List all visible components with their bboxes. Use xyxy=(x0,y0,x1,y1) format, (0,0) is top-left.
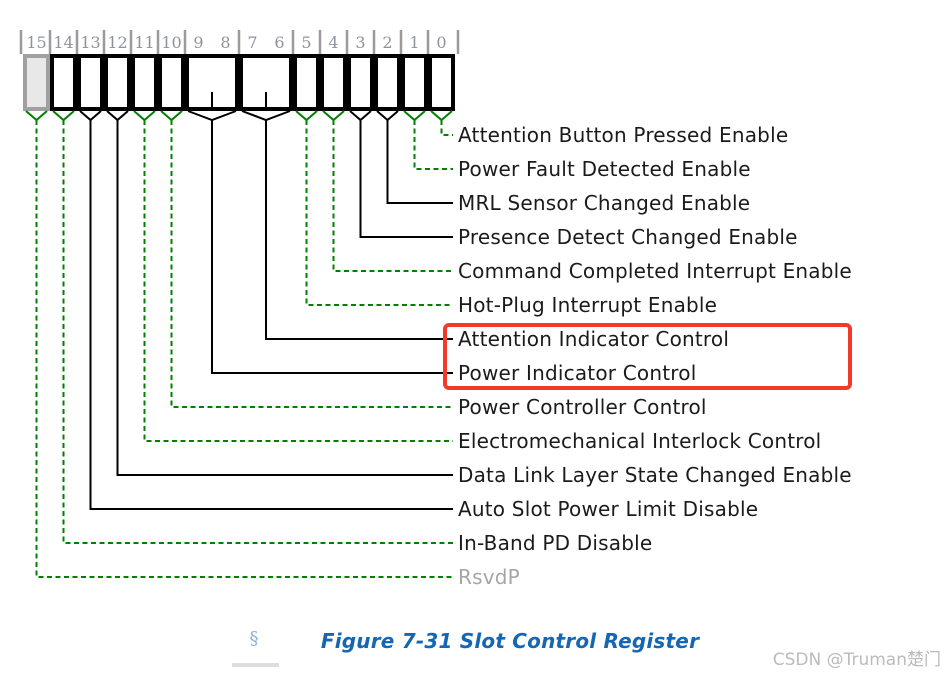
connector-line xyxy=(332,120,453,272)
register-cell xyxy=(293,54,320,111)
bit-number: 2 xyxy=(382,33,392,52)
field-label: Attention Indicator Control xyxy=(458,327,730,351)
bit-chevron xyxy=(349,110,372,122)
connector-line xyxy=(89,120,453,510)
connector-line xyxy=(211,120,453,374)
field-label: Electromechanical Interlock Control xyxy=(458,429,822,453)
register-cell xyxy=(374,54,401,111)
bit-chevron xyxy=(79,110,102,122)
bit-number: 15 xyxy=(26,33,46,52)
bit-chevron xyxy=(25,110,48,122)
register-cell xyxy=(77,54,104,111)
register-cell xyxy=(23,54,50,111)
field-label: MRL Sensor Changed Enable xyxy=(458,191,751,215)
bit-number: 13 xyxy=(80,33,100,52)
connector-line xyxy=(440,120,453,136)
connector-lines xyxy=(35,120,453,578)
bit-chevron xyxy=(295,110,318,122)
bit-chevron xyxy=(322,110,345,122)
bit-number: 4 xyxy=(328,33,338,52)
register-cells xyxy=(23,54,455,111)
bit-number: 8 xyxy=(220,33,230,52)
field-label: Power Fault Detected Enable xyxy=(458,157,751,181)
bit-chevron xyxy=(403,110,426,122)
bit-chevron xyxy=(376,110,399,122)
connector-line xyxy=(386,120,453,204)
register-cell xyxy=(428,54,455,111)
bit-number: 12 xyxy=(107,33,127,52)
field-label: Command Completed Interrupt Enable xyxy=(458,259,852,283)
figure-caption: Figure 7-31 Slot Control Register xyxy=(320,629,700,653)
field-label: Power Controller Control xyxy=(458,395,707,419)
register-cell xyxy=(320,54,347,111)
register-cell xyxy=(104,54,131,111)
bit-chevrons xyxy=(25,110,453,122)
bit-number: 10 xyxy=(161,33,181,52)
bit-number: 3 xyxy=(355,33,365,52)
bit-chevron xyxy=(160,110,183,122)
bit-number: 11 xyxy=(134,33,154,52)
field-label: Data Link Layer State Changed Enable xyxy=(458,463,852,487)
bit-number: 9 xyxy=(193,33,203,52)
field-label: RsvdP xyxy=(458,565,520,589)
register-cell xyxy=(131,54,158,111)
section-mark: § xyxy=(249,628,259,649)
field-label: Presence Detect Changed Enable xyxy=(458,225,798,249)
field-label: In-Band PD Disable xyxy=(458,531,653,555)
bit-number: 6 xyxy=(274,33,284,52)
highlight-box xyxy=(443,323,852,390)
connector-line xyxy=(265,120,453,340)
bit-chevron xyxy=(187,110,237,122)
register-cell xyxy=(50,54,77,111)
field-label: Power Indicator Control xyxy=(458,361,697,385)
bit-number: 14 xyxy=(53,33,73,52)
field-label: Auto Slot Power Limit Disable xyxy=(458,497,759,521)
register-cell xyxy=(158,54,185,111)
connector-line xyxy=(413,120,453,170)
register-cell xyxy=(347,54,374,111)
connector-line xyxy=(116,120,453,476)
connector-line xyxy=(35,120,453,578)
bit-number: 7 xyxy=(247,33,257,52)
connector-line xyxy=(62,120,453,544)
connector-line xyxy=(305,120,453,306)
bit-number: 0 xyxy=(436,33,446,52)
register-cell xyxy=(401,54,428,111)
connector-line xyxy=(359,120,453,238)
field-label: Hot-Plug Interrupt Enable xyxy=(458,293,718,317)
bit-boundary-ticks xyxy=(19,30,460,54)
bit-chevron xyxy=(241,110,291,122)
bit-chevron xyxy=(106,110,129,122)
field-label: Attention Button Pressed Enable xyxy=(458,123,789,147)
connector-line xyxy=(143,120,453,442)
bit-chevron xyxy=(430,110,453,122)
connector-line xyxy=(170,120,453,408)
watermark: CSDN @Truman楚门 xyxy=(772,650,941,670)
bit-chevron xyxy=(133,110,156,122)
bit-number: 1 xyxy=(409,33,419,52)
bit-chevron xyxy=(52,110,75,122)
bit-number: 5 xyxy=(301,33,311,52)
section-underline xyxy=(232,663,279,667)
